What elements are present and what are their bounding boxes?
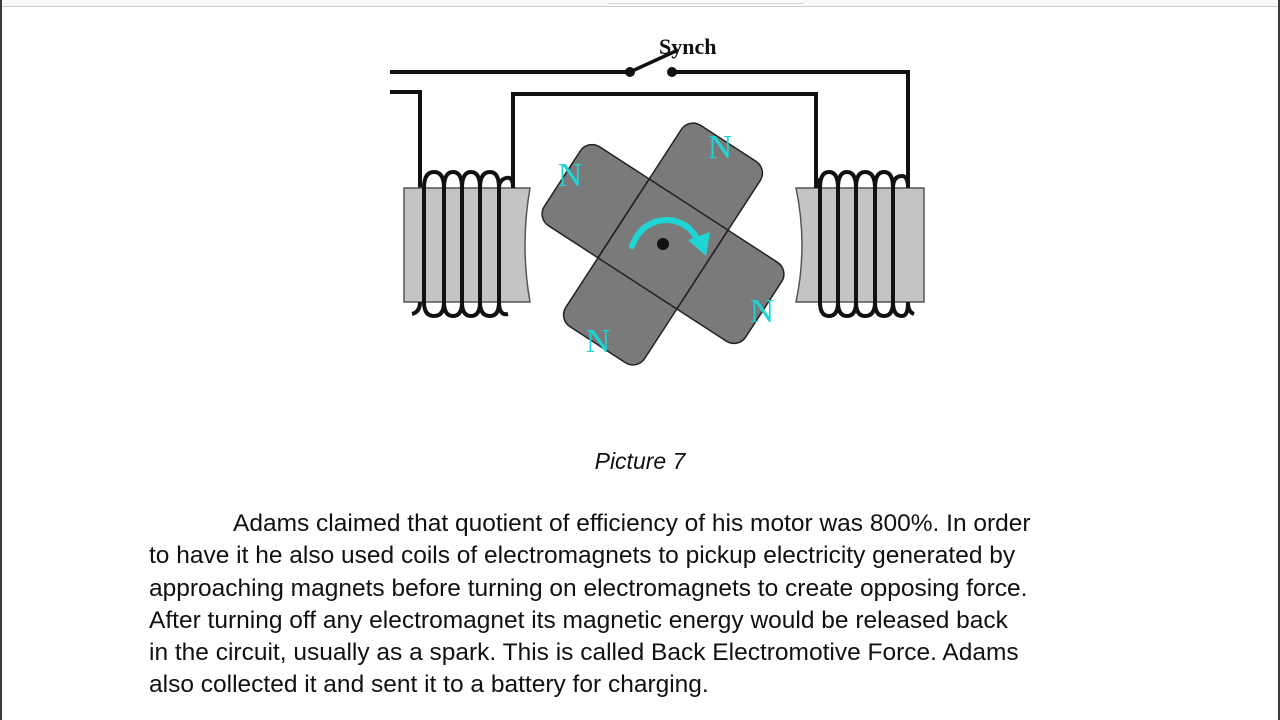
pole-label-top-left: N — [558, 157, 583, 194]
paragraph-line-4: After turning off any electromagnet its … — [149, 606, 1008, 634]
paragraph-line-2: to have it he also used coils of electro… — [149, 542, 1016, 570]
synch-switch — [625, 48, 679, 77]
paragraph-line-3: approaching magnets before turning on el… — [149, 574, 1028, 602]
right-electromagnet — [795, 169, 925, 319]
circuit-wires — [390, 70, 910, 190]
clockwise-arrow-icon — [629, 216, 710, 256]
pole-label-top-right: N — [708, 129, 733, 166]
body-paragraph: Adams claimed that quotient of efficienc… — [149, 508, 1159, 702]
viewer-left-border — [0, 0, 2, 720]
viewer-right-border — [1278, 0, 1280, 720]
figure-caption: Picture 7 — [594, 448, 686, 474]
paragraph-line-6: also collected it and sent it to a batte… — [149, 671, 709, 699]
left-electromagnet — [403, 169, 531, 319]
left-coil — [411, 169, 515, 319]
right-coil — [814, 169, 915, 319]
paragraph-line-5: in the circuit, usually as a spark. This… — [149, 639, 1019, 667]
pole-label-bottom-left: N — [586, 323, 611, 360]
switch-label: Synch — [659, 34, 716, 59]
viewer-top-tab — [608, 0, 804, 4]
right-core — [795, 187, 925, 303]
rotor-axle — [657, 238, 669, 250]
motor-diagram: Synch — [390, 34, 925, 366]
paragraph-line-1: Adams claimed that quotient of efficienc… — [233, 510, 1031, 537]
pole-label-bottom-right: N — [750, 293, 775, 330]
